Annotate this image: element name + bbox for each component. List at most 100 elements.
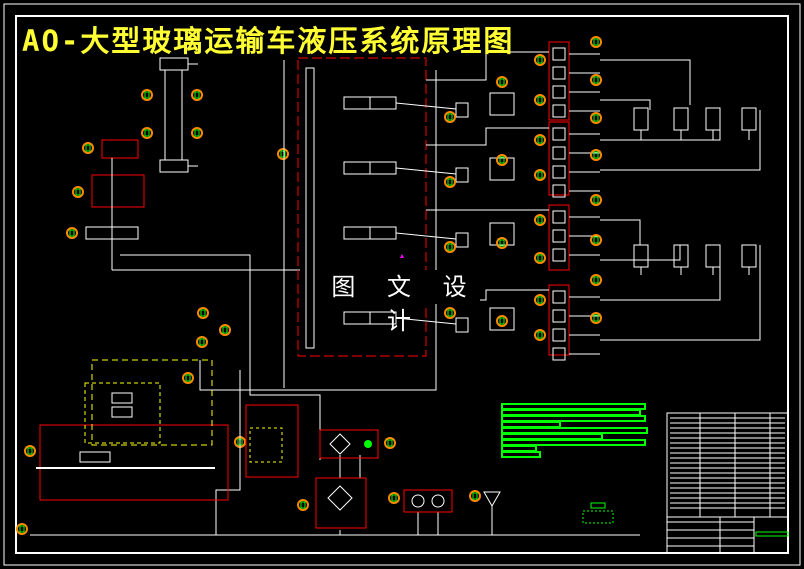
hydraulic-cylinder-icon [633, 244, 649, 268]
callout-marker-icon [72, 186, 84, 198]
callout-marker-icon [534, 134, 546, 146]
callout-marker-icon [24, 445, 36, 457]
callout-marker-icon [590, 312, 602, 324]
check-valve-icon [489, 92, 515, 116]
callout-marker-icon [590, 194, 602, 206]
pressure-valve-icon [455, 102, 469, 118]
title-block [666, 412, 789, 554]
callout-marker-center [593, 38, 599, 46]
valve-stack-group [548, 204, 570, 271]
callout-marker-center [185, 374, 191, 382]
pipe [395, 167, 457, 175]
callout-marker-icon [590, 274, 602, 286]
callout-marker-icon [444, 111, 456, 123]
legend-table [501, 403, 648, 524]
callout-marker-icon [496, 237, 508, 249]
check-valve-icon [552, 347, 566, 361]
filter-units [315, 429, 501, 529]
callout-marker-center [447, 113, 453, 121]
check-valve-icon [552, 104, 566, 118]
callout-marker-center [85, 144, 91, 152]
callout-marker-center [499, 239, 505, 247]
hydraulic-cylinder-icon [741, 107, 757, 131]
check-valve-icon [552, 165, 566, 179]
inner-border [15, 15, 789, 554]
callout-marker-icon [66, 227, 78, 239]
pressure-valve-icon [455, 232, 469, 248]
callout-marker-icon [534, 214, 546, 226]
callout-marker-icon [496, 76, 508, 88]
callout-marker-icon [141, 127, 153, 139]
callout-marker-center [499, 317, 505, 325]
check-valve-icon [552, 127, 566, 141]
callout-marker-center [27, 447, 33, 455]
callout-marker-center [593, 276, 599, 284]
callout-marker-icon [16, 523, 28, 535]
callout-marker-center [537, 216, 543, 224]
watermark: 图 文 设 计 [330, 270, 480, 335]
callout-marker-icon [534, 94, 546, 106]
callout-marker-center [194, 91, 200, 99]
callout-marker-icon [534, 54, 546, 66]
pressure-valve-icon [455, 317, 469, 333]
callout-marker-center [499, 156, 505, 164]
left-cylinder-assembly [85, 57, 300, 271]
callout-marker-center [593, 114, 599, 122]
callout-marker-center [537, 331, 543, 339]
callout-marker-center [69, 229, 75, 237]
hydraulic-cylinder-icon [705, 107, 721, 131]
callout-marker-center [391, 494, 397, 502]
callout-marker-center [75, 188, 81, 196]
hydraulic-cylinder-icon [705, 244, 721, 268]
callout-marker-center [222, 326, 228, 334]
check-valve-icon [552, 85, 566, 99]
callout-marker-center [194, 129, 200, 137]
callout-marker-center [593, 76, 599, 84]
callout-marker-center [537, 96, 543, 104]
callout-marker-icon [219, 324, 231, 336]
callout-marker-icon [82, 142, 94, 154]
flow-arrow-icon [400, 254, 404, 258]
valve-stack-group [548, 284, 570, 356]
callout-marker-center [472, 492, 478, 500]
callout-marker-center [537, 136, 543, 144]
callout-marker-center [537, 254, 543, 262]
callout-marker-icon [534, 252, 546, 264]
callout-marker-icon [191, 89, 203, 101]
page-title: AO-大型玻璃运输车液压系统原理图 [22, 24, 515, 58]
callout-marker-center [144, 129, 150, 137]
check-valve-icon [552, 210, 566, 224]
callout-marker-center [447, 178, 453, 186]
callout-marker-icon [141, 89, 153, 101]
hydraulic-cylinder-icon [673, 107, 689, 131]
callout-marker-icon [469, 490, 481, 502]
check-valve-icon [552, 146, 566, 160]
callout-marker-center [593, 196, 599, 204]
callout-marker-center [537, 56, 543, 64]
check-valve-icon [552, 47, 566, 61]
hydraulic-cylinder-icon [633, 107, 649, 131]
callout-marker-icon [496, 315, 508, 327]
pipe [395, 102, 457, 110]
check-valve-icon [489, 157, 515, 181]
callout-marker-icon [590, 112, 602, 124]
callout-marker-icon [444, 241, 456, 253]
callout-marker-icon [534, 294, 546, 306]
callout-marker-icon [590, 74, 602, 86]
callout-marker-icon [384, 437, 396, 449]
callout-marker-center [593, 151, 599, 159]
callout-marker-icon [496, 154, 508, 166]
callout-marker-icon [277, 148, 289, 160]
hydraulic-cylinder-icon [741, 244, 757, 268]
callout-marker-icon [590, 234, 602, 246]
check-valve-icon [552, 309, 566, 323]
check-valve-icon [552, 290, 566, 304]
callout-marker-center [593, 314, 599, 322]
callout-marker-center [19, 525, 25, 533]
check-valve-icon [552, 66, 566, 80]
check-valve-icon [552, 184, 566, 198]
valve-stack-group [548, 121, 570, 196]
check-valve-icon [489, 307, 515, 331]
callout-marker-icon [197, 307, 209, 319]
